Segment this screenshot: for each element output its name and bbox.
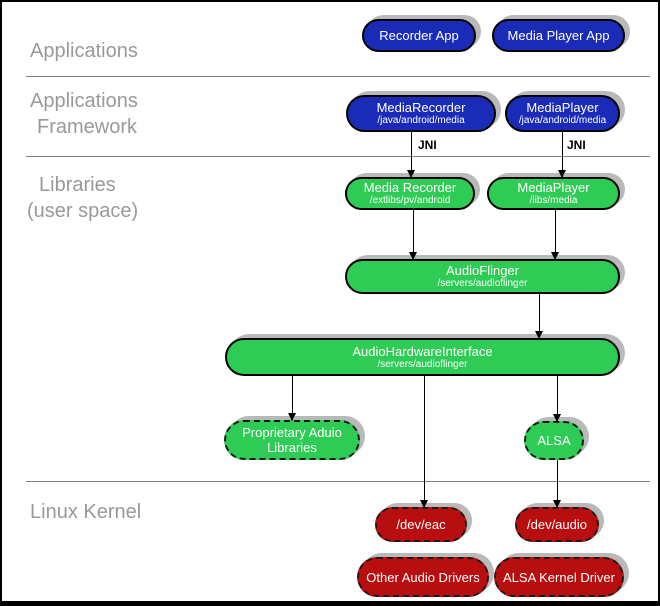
arrow-audioflinger-to-ahi (535, 294, 543, 339)
layer-label-linux-kernel: Linux Kernel (30, 501, 142, 523)
node-label: MediaPlayer (517, 180, 590, 195)
node-proprietary-audio-libraries: Proprietary Aduio Libraries (224, 420, 360, 460)
node-label: MediaRecorder (376, 100, 466, 115)
node-label: ALSA (537, 433, 571, 448)
arrowhead-icon (553, 414, 561, 422)
node-label: Other Audio Drivers (366, 569, 480, 585)
node-sublabel: /servers/audioflinger (437, 278, 528, 289)
layer-divider (26, 156, 650, 157)
arrowhead-icon (558, 170, 566, 178)
node-label: Media Player App (507, 28, 610, 43)
node-label: ALSA Kernel Driver (503, 569, 615, 585)
arrowhead-icon (409, 252, 417, 260)
layer-label-line: Applications (30, 90, 138, 112)
node-label: /dev/audio (527, 517, 587, 532)
node-sublabel: /extlibs/pv/android (369, 195, 451, 206)
node-dev-audio: /dev/audio (515, 507, 599, 542)
arrowhead-icon (551, 252, 559, 260)
node-alsa: ALSA (524, 421, 584, 460)
arrowhead-icon (535, 331, 543, 339)
node-audioflinger: AudioFlinger /servers/audioflinger (345, 259, 620, 294)
node-sublabel: /java/android/media (518, 115, 607, 126)
arrowhead-icon (553, 500, 561, 508)
jni-label-left: JNI (418, 138, 437, 152)
arrow-mediaplayer-to-audioflinger (551, 210, 559, 260)
node-other-audio-drivers: Other Audio Drivers (357, 557, 489, 597)
layer-label-line: (user space) (27, 200, 139, 222)
node-media-recorder-lib: Media Recorder /extlibs/pv/android (345, 177, 475, 210)
arrow-ahi-to-dev-eac (420, 376, 428, 508)
node-mediarecorder-framework: MediaRecorder /java/android/media (346, 95, 496, 132)
arrow-ahi-to-proprietary (288, 376, 296, 421)
jni-label-right: JNI (567, 138, 586, 152)
layer-label-applications-framework: Applications Framework (30, 88, 138, 140)
node-label: Media Recorder (363, 180, 457, 195)
node-media-player-app: Media Player App (492, 19, 625, 52)
arrow-media-recorder-to-audioflinger (409, 210, 417, 260)
arrow-alsa-to-dev-audio (553, 460, 561, 508)
node-mediaplayer-framework: MediaPlayer /java/android/media (505, 95, 620, 132)
node-sublabel: /libs/media (529, 195, 578, 206)
layer-label-libraries: Libraries (user space) (27, 172, 138, 224)
arrow-mediaplayer-fw-to-lib (558, 132, 566, 178)
node-dev-eac: /dev/eac (375, 507, 467, 542)
layer-label-line: Framework (37, 116, 138, 138)
node-label: AudioFlinger (446, 263, 519, 278)
arrowhead-icon (420, 500, 428, 508)
node-label: MediaPlayer (526, 100, 599, 115)
node-mediaplayer-lib: MediaPlayer /libs/media (487, 177, 620, 210)
arrow-mediarecorder-fw-to-lib (407, 132, 415, 178)
node-label: AudioHardwareInterface (352, 343, 493, 359)
node-label: /dev/eac (396, 517, 446, 532)
node-alsa-kernel-driver: ALSA Kernel Driver (494, 557, 624, 597)
arrowhead-icon (407, 170, 415, 178)
node-recorder-app: Recorder App (362, 19, 476, 52)
node-label: Proprietary Aduio Libraries (242, 425, 342, 455)
node-sublabel: /servers/audioflinger (377, 358, 468, 370)
layer-label-line: Libraries (39, 174, 116, 196)
node-sublabel: /java/android/media (377, 115, 465, 126)
layer-label-applications: Applications (30, 40, 138, 62)
layer-divider (26, 76, 650, 77)
arrowhead-icon (288, 413, 296, 421)
layer-divider (26, 481, 650, 482)
arrow-ahi-to-alsa (553, 376, 561, 422)
node-audio-hardware-interface: AudioHardwareInterface /servers/audiofli… (225, 338, 620, 376)
node-label: Recorder App (379, 28, 459, 43)
